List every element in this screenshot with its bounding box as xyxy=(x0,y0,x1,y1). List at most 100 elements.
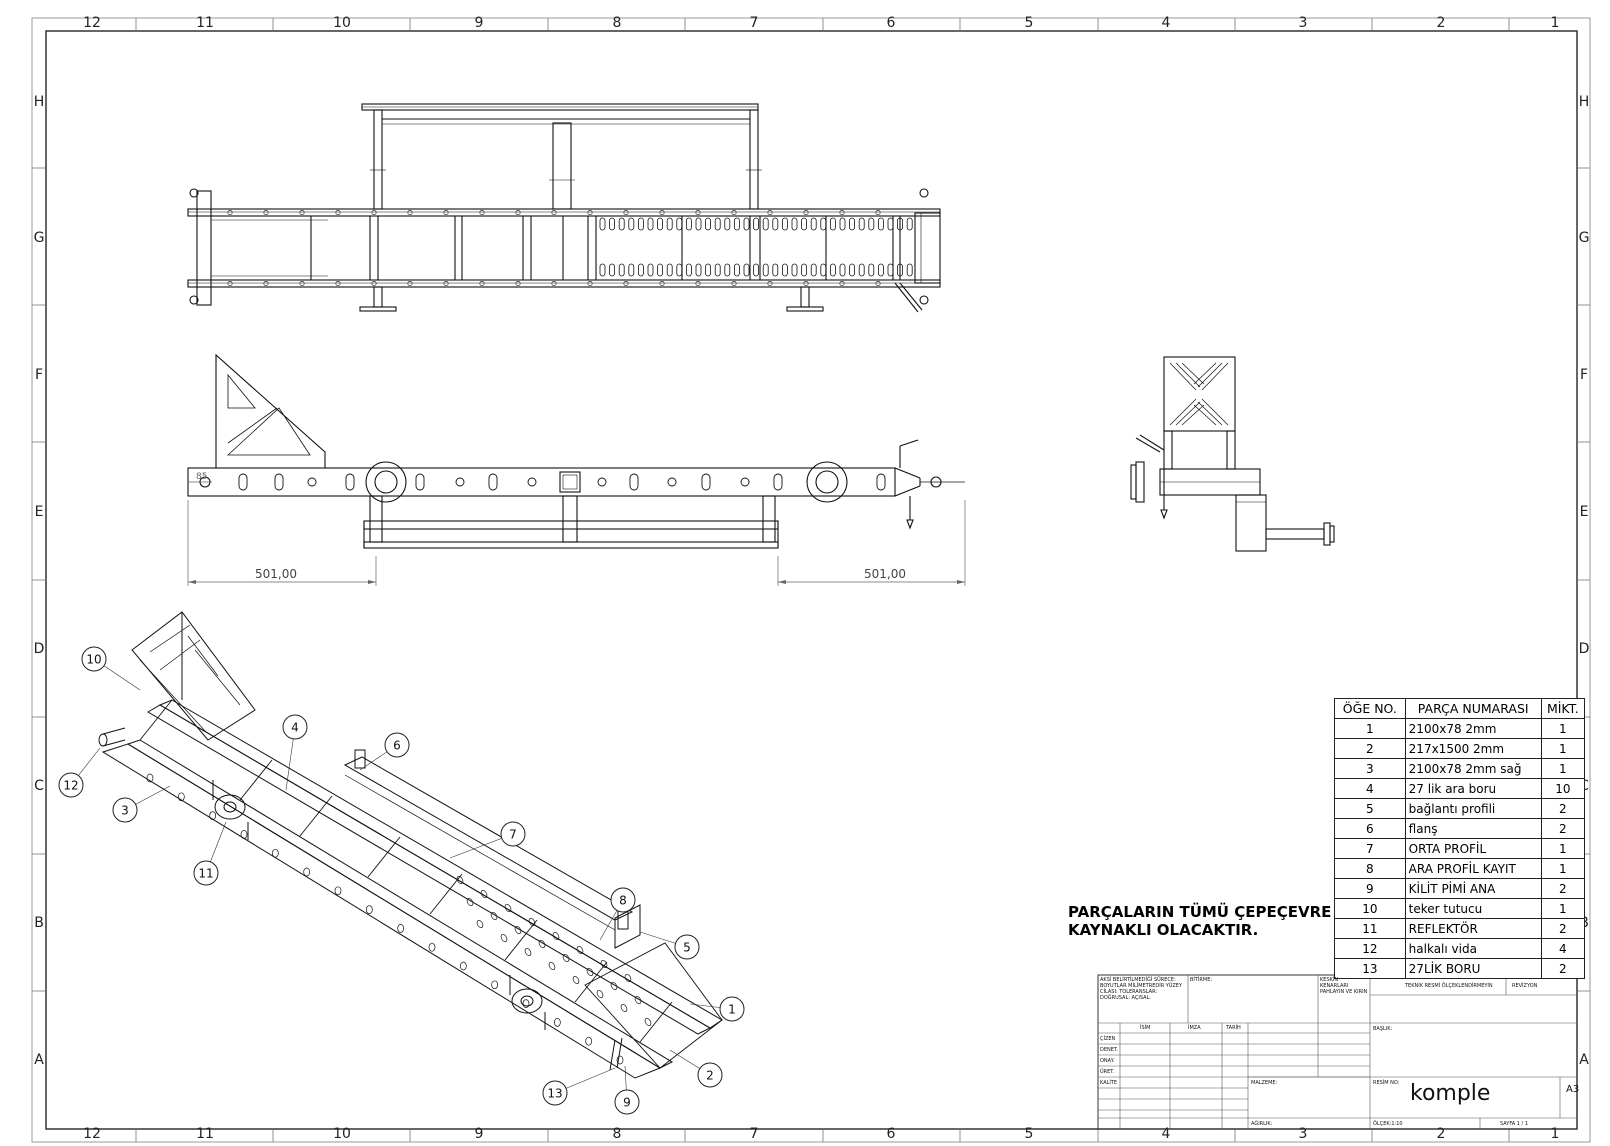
balloon-number: 3 xyxy=(121,804,129,818)
tb-drawn: ÇİZEN xyxy=(1100,1036,1116,1042)
balloon-9: 9 xyxy=(614,1089,640,1115)
bom-header-row: ÖĞE NO. PARÇA NUMARASI MİKT. xyxy=(1334,698,1586,719)
bom-item-no: 2 xyxy=(1334,738,1406,759)
zone-column-label: 11 xyxy=(196,15,214,31)
end-view xyxy=(1130,356,1335,552)
welding-note-line2: KAYNAKLI OLACAKTIR. xyxy=(1068,921,1259,939)
tb-checked: DENET. xyxy=(1100,1047,1118,1053)
bom-item-no: 4 xyxy=(1334,778,1406,799)
tb-no-scale: TEKNİK RESMİ ÖLÇEKLENDİRMEYİN xyxy=(1405,983,1493,989)
welding-note-line1: PARÇALARIN TÜMÜ ÇEPEÇEVRE xyxy=(1068,903,1332,921)
balloon-number: 12 xyxy=(63,779,78,793)
balloon-number: 10 xyxy=(86,653,101,667)
bom-part-name: REFLEKTÖR xyxy=(1404,918,1542,939)
balloon-number: 2 xyxy=(706,1069,714,1083)
zone-row-label: D xyxy=(1579,641,1590,657)
balloon-10: 10 xyxy=(81,646,107,672)
dimension-right: 501,00 xyxy=(864,567,906,581)
bom-part-name: KİLİT PİMİ ANA xyxy=(1404,878,1542,899)
balloon-number: 9 xyxy=(623,1096,631,1110)
zone-column-label: 7 xyxy=(750,15,759,31)
tb-title-label: BAŞLIK: xyxy=(1373,1026,1393,1032)
tb-general-note: AKSİ BELİRTİLMEDİĞİ SÜRECE: BOYUTLAR MİL… xyxy=(1100,977,1183,1001)
bom-item-no: 7 xyxy=(1334,838,1406,859)
balloon-7: 7 xyxy=(500,821,526,847)
zone-row-label: D xyxy=(34,641,45,657)
zone-row-label: G xyxy=(1579,230,1590,246)
bom-item-no: 3 xyxy=(1334,758,1406,779)
balloon-number: 11 xyxy=(198,867,213,881)
zone-column-label: 7 xyxy=(750,1126,759,1142)
bom-part-name: ORTA PROFİL xyxy=(1404,838,1542,859)
tb-col-sign: İMZA xyxy=(1188,1025,1201,1031)
bom-quantity: 1 xyxy=(1540,898,1586,919)
tb-col-name: İSİM xyxy=(1140,1025,1151,1031)
balloon-number: 8 xyxy=(619,894,627,908)
zone-column-label: 9 xyxy=(475,15,484,31)
side-view xyxy=(187,353,966,586)
balloon-number: 5 xyxy=(683,941,691,955)
zone-column-label: 1 xyxy=(1551,1126,1560,1142)
bom-quantity: 2 xyxy=(1540,878,1586,899)
tb-drawing-no: RESİM NO: xyxy=(1373,1080,1400,1086)
tb-weight: AĞIRLIK: xyxy=(1251,1121,1273,1127)
balloon-12: 12 xyxy=(58,772,84,798)
zone-row-label: B xyxy=(34,915,44,931)
bom-item-no: 9 xyxy=(1334,878,1406,899)
bom-item-no: 5 xyxy=(1334,798,1406,819)
zone-column-label: 10 xyxy=(333,1126,351,1142)
tb-sheet: SAYFA 1 / 1 xyxy=(1500,1121,1529,1127)
zone-row-label: G xyxy=(34,230,45,246)
sheet-size: A3 xyxy=(1566,1084,1580,1095)
zone-row-label: A xyxy=(34,1052,44,1068)
tb-finish: BİTİRME: xyxy=(1190,977,1213,983)
zone-row-label: H xyxy=(1579,94,1590,110)
zone-row-label: F xyxy=(1580,367,1588,383)
balloon-8: 8 xyxy=(610,887,636,913)
bom-item-no: 6 xyxy=(1334,818,1406,839)
bom-quantity: 2 xyxy=(1540,958,1586,979)
zone-row-label: E xyxy=(35,504,44,520)
bom-part-name: 27LİK BORU xyxy=(1404,958,1542,979)
zone-column-label: 1 xyxy=(1551,15,1560,31)
tb-revision: REVİZYON xyxy=(1512,983,1538,989)
dimension-left: 501,00 xyxy=(255,567,297,581)
tb-material: MALZEME: xyxy=(1251,1080,1278,1086)
balloon-number: 13 xyxy=(547,1087,562,1101)
zone-row-label: H xyxy=(34,94,45,110)
bom-part-name: 27 lik ara boru xyxy=(1404,778,1542,799)
zone-column-label: 2 xyxy=(1437,15,1446,31)
zone-column-label: 2 xyxy=(1437,1126,1446,1142)
zone-column-label: 4 xyxy=(1162,1126,1171,1142)
zone-column-label: 6 xyxy=(887,15,896,31)
bom-quantity: 1 xyxy=(1540,758,1586,779)
balloon-5: 5 xyxy=(674,934,700,960)
bom-part-name: ARA PROFİL KAYIT xyxy=(1404,858,1542,879)
bom-item-no: 12 xyxy=(1334,938,1406,959)
bom-item-no: 10 xyxy=(1334,898,1406,919)
balloon-11: 11 xyxy=(193,860,219,886)
zone-row-label: E xyxy=(1580,504,1589,520)
tb-quality: KALİTE xyxy=(1100,1080,1118,1086)
bom-quantity: 1 xyxy=(1540,858,1586,879)
tb-scale: ÖLÇEK:1:10 xyxy=(1373,1121,1403,1127)
bom-part-name: 2100x78 2mm sağ xyxy=(1404,758,1542,779)
bom-quantity: 2 xyxy=(1540,818,1586,839)
bom-quantity: 2 xyxy=(1540,918,1586,939)
zone-column-label: 3 xyxy=(1299,1126,1308,1142)
zone-row-label: A xyxy=(1579,1052,1589,1068)
zone-row-label: C xyxy=(34,778,44,794)
balloon-3: 3 xyxy=(112,797,138,823)
zone-column-label: 3 xyxy=(1299,15,1308,31)
bom-quantity: 1 xyxy=(1540,738,1586,759)
